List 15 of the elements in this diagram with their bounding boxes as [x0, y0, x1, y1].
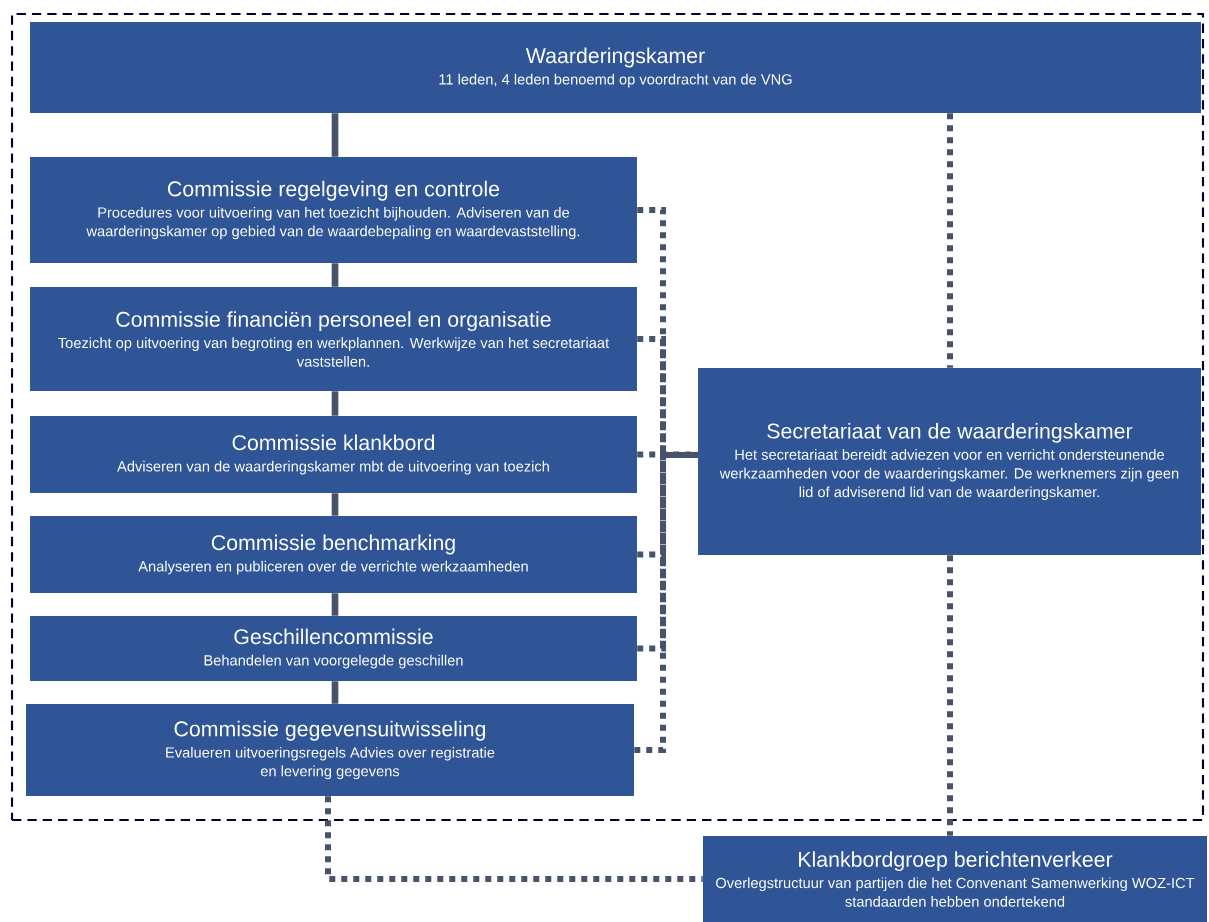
process-box: Secretariaat van de waarderingskamer Het secretariaat bereidt adviezen voor en verricht ondersteunende werkzaamheden voor de waarderingskamer. De werknemers zijn geen lid of adviserend lid van de waarderingskamer.: [698, 368, 1201, 555]
process-box: Klankbordgroep berichtenverkeer Overlegstructuur van partijen die het Convenant Samenwerking WOZ-ICT standaarden hebben ondertekend: [703, 836, 1207, 922]
process-box: Geschillencommissie Behandelen van voorgelegde geschillen: [30, 616, 637, 682]
connector-line: [947, 555, 953, 836]
connector-line: [637, 452, 698, 558]
process-box: Commissie klankbord Adviseren van de waarderingskamer mbt de uitvoering van toezich: [30, 415, 637, 494]
process-box: Commissie regelgeving en controle Procedures voor uitvoering van het toezicht bijhouden. Adviseren van de waarderingskamer op gebied van de waardebepaling en waardevaststelling.: [30, 157, 637, 263]
connector-line: [637, 452, 698, 652]
process-box: Commissie benchmarking Analyseren en publiceren over de verrichte werkzaamheden: [30, 516, 637, 594]
connector-line: [947, 113, 953, 368]
process-box: Commissie financiën personeel en organisatie Toezicht op uitvoering van begroting en werkplannen. Werkwijze van het secretariaat vaststellen.: [30, 287, 637, 391]
connector-line: [325, 796, 703, 882]
process-box: Waarderingskamer 11 leden, 4 leden benoemd op voordracht van de VNG: [30, 22, 1201, 113]
process-box: Commissie gegevensuitwisseling Evalueren uitvoeringsregels Advies over registratie en levering gegevens: [26, 704, 634, 796]
dashed-frame: [10, 12, 1205, 822]
